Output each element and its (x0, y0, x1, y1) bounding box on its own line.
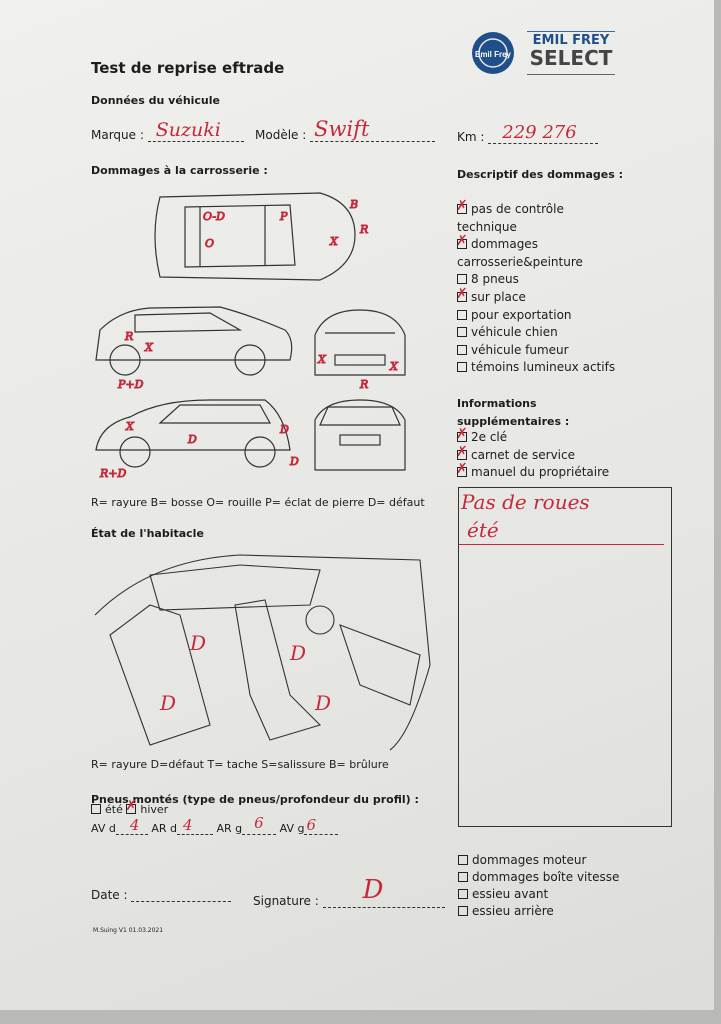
date-input[interactable] (131, 901, 232, 902)
interior-mark: D (189, 631, 206, 655)
damage-mark: P+D (117, 378, 144, 391)
extra-item[interactable]: carnet de service (456, 444, 609, 465)
arg-value: 6 (254, 814, 264, 832)
damage-mark: R+D (99, 467, 126, 480)
note-line1: Pas de roues (461, 490, 590, 514)
km-field: Km : 229 276 (457, 122, 599, 144)
note-line2: été (467, 518, 499, 542)
brand-logo: EMIL FREY SELECT (527, 31, 615, 75)
signature-input[interactable]: D (322, 875, 445, 908)
bottom-checklist: dommages moteur dommages boîte vitesse e… (458, 852, 619, 920)
marque-value: Suzuki (155, 119, 221, 141)
damage-mark: X (144, 341, 154, 354)
modele-field: Modèle : Swift (255, 117, 436, 142)
damage-mark: R (359, 223, 368, 236)
damage-item[interactable]: sur place (456, 286, 597, 307)
bottom-check-item[interactable]: dommages moteur (458, 852, 619, 869)
bottom-check-item[interactable]: dommages boîte vitesse (458, 869, 619, 886)
modele-value: Swift (314, 117, 370, 141)
damages-list: pas de contrôle technique dommages carro… (456, 198, 615, 377)
extra-heading-line1: Informations (457, 397, 537, 410)
damage-mark: X (125, 420, 135, 433)
version-footer: M.Suing V1 01.03.2021 (93, 927, 164, 934)
damage-item[interactable]: véhicule fumeur (457, 342, 597, 360)
damage-item[interactable]: pour exportation (457, 307, 597, 325)
car-side-view-right (95, 399, 291, 468)
ete-label: été (105, 803, 123, 816)
damage-mark: D (187, 433, 197, 446)
interior-mark: D (289, 641, 306, 665)
damages-heading: Descriptif des dommages : (457, 168, 623, 181)
svg-text:Emil Frey: Emil Frey (475, 50, 512, 59)
marque-field: Marque : Suzuki (91, 119, 244, 142)
damage-item[interactable]: 8 pneus (457, 271, 597, 289)
signature-value: D (362, 875, 384, 905)
damage-mark: X (317, 353, 327, 366)
hiver-checkbox[interactable] (125, 798, 137, 814)
date-label: Date : (91, 888, 128, 902)
damage-item[interactable]: témoins lumineux actifs (457, 359, 615, 377)
avg-label: AV g (279, 822, 305, 835)
signature-label: Signature : (253, 894, 319, 908)
damage-mark: D (279, 423, 289, 436)
km-label: Km : (457, 130, 485, 144)
form-title: Test de reprise eftrade (91, 59, 285, 77)
interior-legend: R= rayure D=défaut T= tache S=salissure … (91, 758, 389, 771)
damage-item[interactable]: pas de contrôle technique (456, 198, 597, 236)
bottom-check-item[interactable]: essieu avant (458, 886, 619, 903)
vehicle-section-heading: Données du véhicule (91, 94, 220, 107)
marque-label: Marque : (91, 128, 144, 142)
damage-item[interactable]: dommages carrosserie&peinture (456, 233, 597, 271)
tires-heading: Pneus montés (type de pneus/profondeur d… (91, 793, 419, 806)
arg-label: AR g (216, 822, 243, 835)
modele-label: Modèle : (255, 128, 307, 142)
body-damage-heading: Dommages à la carrosserie : (91, 164, 268, 177)
brand-line1: EMIL FREY (532, 33, 610, 48)
brand-line2: SELECT (529, 46, 613, 70)
body-legend: R= rayure B= bosse O= rouille P= éclat d… (91, 496, 425, 509)
damage-mark: O-D (203, 210, 225, 223)
interior-heading: État de l'habitacle (91, 527, 204, 540)
car-rear-view (314, 399, 406, 471)
emil-frey-logo-icon: Emil Frey (472, 32, 514, 74)
car-interior-diagram: D D D D (94, 554, 431, 751)
avd-label: AV d (91, 822, 116, 835)
damage-mark: B (349, 198, 358, 211)
damage-mark: D (289, 455, 299, 468)
interior-mark: D (159, 691, 176, 715)
signature-field: Signature : D (253, 875, 445, 908)
hiver-label: hiver (140, 803, 169, 816)
damage-mark: R (124, 330, 133, 343)
ard-label: AR d (151, 822, 177, 835)
extra-heading: Informations supplémentaires : (457, 395, 569, 431)
damage-mark: X (389, 360, 399, 373)
note-underline (459, 544, 664, 545)
interior-mark: D (314, 691, 331, 715)
car-top-view (154, 192, 356, 281)
notes-box[interactable]: Pas de roues été (458, 487, 672, 827)
document-page (0, 0, 714, 1010)
damage-mark: P (279, 210, 288, 223)
date-field: Date : (91, 888, 232, 902)
damage-mark: R (359, 378, 368, 391)
car-front-view (314, 309, 406, 376)
damage-mark: X (329, 235, 339, 248)
car-body-diagram: O-D O P X B R X P+D R X R D D R+D D X X (95, 192, 406, 481)
extra-item[interactable]: manuel du propriétaire (456, 461, 609, 482)
car-side-view-left (95, 306, 293, 376)
extra-list: 2e clé carnet de service manuel du propr… (456, 426, 609, 482)
extra-item[interactable]: 2e clé (456, 426, 609, 447)
damage-mark: O (205, 237, 214, 250)
avd-value: 4 (129, 816, 140, 834)
extra-heading-line2: supplémentaires : (457, 415, 570, 428)
ard-value: 4 (182, 816, 193, 834)
avg-value: 6 (306, 816, 317, 834)
ete-checkbox[interactable] (91, 804, 101, 814)
damage-item[interactable]: véhicule chien (457, 324, 597, 342)
km-value: 229 276 (502, 122, 577, 143)
tire-type-row: été hiver (91, 798, 169, 816)
bottom-check-item[interactable]: essieu arrière (458, 903, 619, 920)
